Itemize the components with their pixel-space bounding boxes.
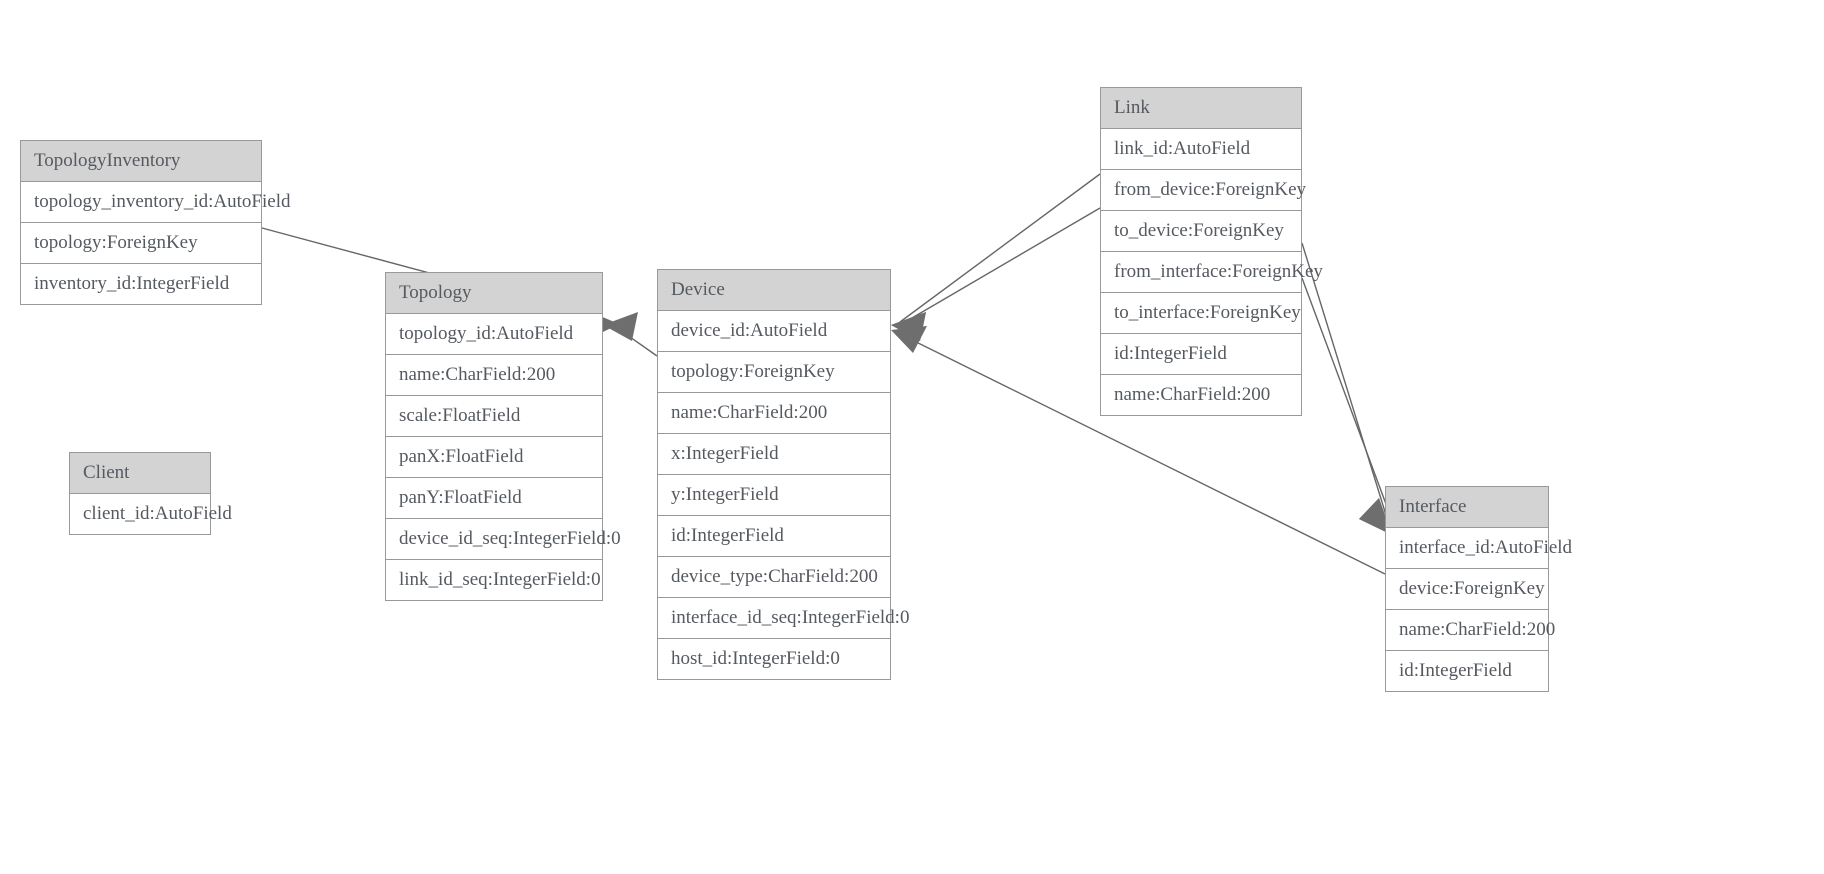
entity-field-row[interactable]: inventory_id:IntegerField bbox=[21, 264, 261, 304]
entity-title: Link bbox=[1101, 88, 1301, 129]
relationship-arrowhead bbox=[891, 312, 926, 341]
relationship-arrowhead bbox=[603, 312, 638, 341]
entity-field-row[interactable]: client_id:AutoField bbox=[70, 494, 232, 534]
entity-field-row[interactable]: device_type:CharField:200 bbox=[658, 557, 890, 598]
entity-field-row[interactable]: device_id_seq:IntegerField:0 bbox=[386, 519, 621, 560]
entity-field-row[interactable]: panX:FloatField bbox=[386, 437, 602, 478]
entity-field-row[interactable]: to_device:ForeignKey bbox=[1101, 211, 1301, 252]
entity-field-row[interactable]: name:CharField:200 bbox=[1101, 375, 1301, 415]
entity-field-row[interactable]: name:CharField:200 bbox=[658, 393, 890, 434]
entity-title: Topology bbox=[386, 273, 602, 314]
entity-title: TopologyInventory bbox=[21, 141, 261, 182]
entity-field-row[interactable]: interface_id:AutoField bbox=[1386, 528, 1572, 569]
entity-field-row[interactable]: to_interface:ForeignKey bbox=[1101, 293, 1301, 334]
entity-field-row[interactable]: name:CharField:200 bbox=[1386, 610, 1555, 651]
entity-field-row[interactable]: topology_inventory_id:AutoField bbox=[21, 182, 291, 223]
relationship-edge bbox=[603, 312, 658, 357]
entity-field-row[interactable]: from_device:ForeignKey bbox=[1101, 170, 1306, 211]
entity-field-row[interactable]: id:IntegerField bbox=[1386, 651, 1548, 691]
entity-field-row[interactable]: device:ForeignKey bbox=[1386, 569, 1548, 610]
relationship-line bbox=[1301, 242, 1391, 529]
entity-field-row[interactable]: host_id:IntegerField:0 bbox=[658, 639, 890, 679]
relationship-edge bbox=[1301, 242, 1392, 535]
entity-field-row[interactable]: interface_id_seq:IntegerField:0 bbox=[658, 598, 909, 639]
relationship-edge bbox=[891, 207, 1101, 341]
entity-field-row[interactable]: id:IntegerField bbox=[658, 516, 890, 557]
relationship-arrowhead bbox=[891, 326, 927, 353]
entity-field-row[interactable]: name:CharField:200 bbox=[386, 355, 602, 396]
relationship-line bbox=[899, 173, 1101, 323]
entity-field-row[interactable]: id:IntegerField bbox=[1101, 334, 1301, 375]
entity-title: Interface bbox=[1386, 487, 1548, 528]
entity-field-row[interactable]: link_id_seq:IntegerField:0 bbox=[386, 560, 602, 600]
entity-field-row[interactable]: device_id:AutoField bbox=[658, 311, 890, 352]
entity-field-row[interactable]: from_interface:ForeignKey bbox=[1101, 252, 1323, 293]
relationship-edge bbox=[1301, 277, 1397, 535]
entity-field-row[interactable]: scale:FloatField bbox=[386, 396, 602, 437]
relationship-line bbox=[1301, 277, 1397, 532]
entity-field-row[interactable]: topology_id:AutoField bbox=[386, 314, 602, 355]
relationship-arrowhead bbox=[891, 312, 926, 341]
entity-field-row[interactable]: x:IntegerField bbox=[658, 434, 890, 475]
entity-field-row[interactable]: panY:FloatField bbox=[386, 478, 602, 519]
entity-field-row[interactable]: topology:ForeignKey bbox=[21, 223, 261, 264]
entity-field-row[interactable]: y:IntegerField bbox=[658, 475, 890, 516]
entity-title: Client bbox=[70, 453, 210, 494]
relationship-edge bbox=[891, 173, 1101, 341]
entity-title: Device bbox=[658, 270, 890, 311]
entity-field-row[interactable]: link_id:AutoField bbox=[1101, 129, 1301, 170]
relationship-line bbox=[899, 207, 1101, 326]
relationship-line bbox=[612, 324, 658, 357]
entity-field-row[interactable]: topology:ForeignKey bbox=[658, 352, 890, 393]
